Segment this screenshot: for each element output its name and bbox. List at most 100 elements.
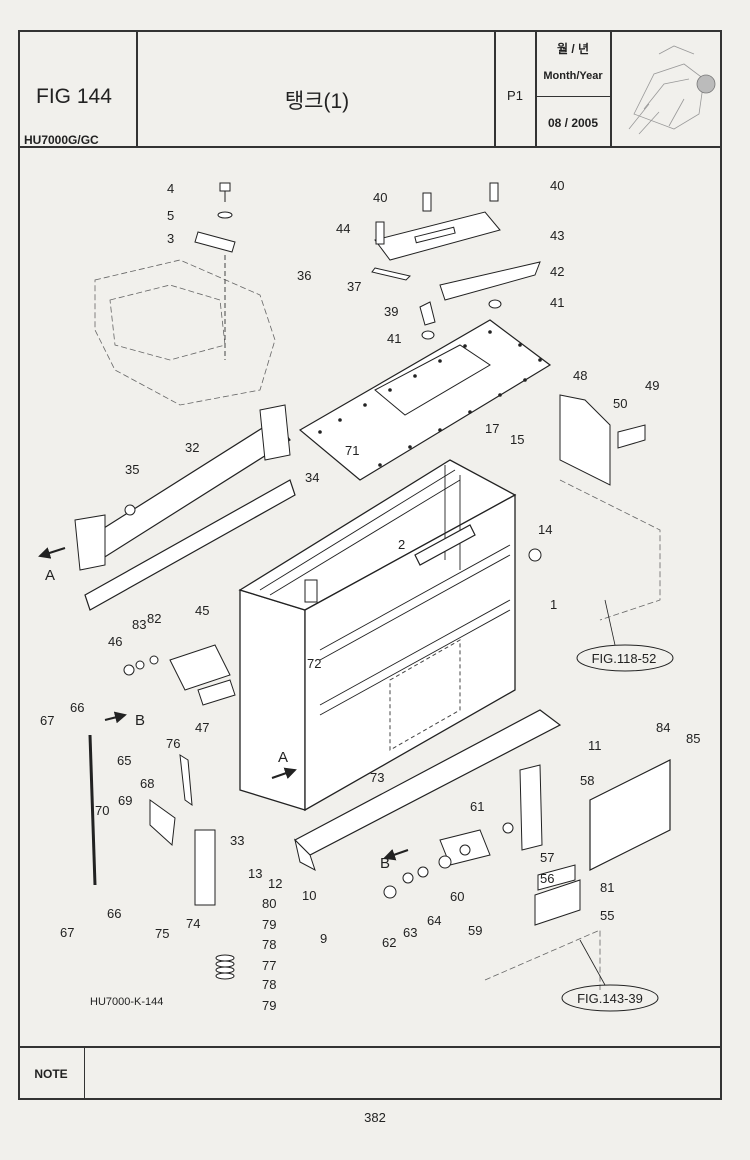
figure-ref: FIG.118-52	[592, 651, 657, 666]
divider	[610, 30, 612, 146]
callout-label: 40	[373, 190, 387, 205]
cover-45	[169, 644, 231, 691]
callout-label: 11	[588, 738, 602, 753]
callout-label: 78	[262, 977, 276, 992]
callout-label: 84	[656, 720, 670, 735]
tank-body-1	[238, 459, 517, 812]
callout-label: 5	[167, 208, 174, 223]
bracket-57	[519, 764, 543, 851]
callout-label: 13	[248, 866, 262, 881]
nut-35	[124, 504, 136, 516]
callout-label: 17	[485, 421, 499, 436]
view-arrow	[38, 547, 66, 559]
view-marker: A	[278, 749, 288, 766]
callout-label: 3	[167, 231, 174, 246]
bracket-end	[259, 404, 291, 461]
bolt-4	[219, 182, 231, 202]
callout-label: 35	[125, 462, 139, 477]
pipe-76	[179, 754, 193, 807]
page-number: 382	[364, 1110, 386, 1125]
frame-outline	[94, 259, 276, 406]
callout-label: 33	[230, 833, 244, 848]
callout-label: 57	[540, 850, 554, 865]
callout-label: 10	[302, 888, 316, 903]
callout-label: 50	[613, 396, 627, 411]
revision-date: 08 / 2005	[547, 116, 599, 130]
bracket-end	[74, 514, 106, 571]
view-marker: B	[135, 712, 145, 729]
callout-label: 85	[686, 731, 700, 746]
washer-5	[217, 211, 233, 219]
callout-label: 66	[107, 906, 121, 921]
callout-label: 12	[268, 876, 282, 891]
divider	[136, 30, 138, 146]
figure-ref-oval	[576, 644, 674, 672]
page-reference: P1	[507, 88, 523, 103]
callout-label: 67	[60, 925, 74, 940]
callout-label: 80	[262, 896, 276, 911]
view-marker: A	[45, 567, 55, 584]
callout-label: 64	[427, 913, 441, 928]
callout-label: 43	[550, 228, 564, 243]
callout-label: 81	[600, 880, 614, 895]
callout-label: 40	[550, 178, 564, 193]
callout-label: 68	[140, 776, 154, 791]
exploded-parts-diagram: FIG.118-52 FIG.143-39 HU7000-K-144 A A B…	[38, 178, 700, 1013]
callout-label: 69	[118, 793, 132, 808]
callout-label: 62	[382, 935, 396, 950]
callout-label: 32	[185, 440, 199, 455]
callout-label: 42	[550, 264, 564, 279]
callout-label: 46	[108, 634, 122, 649]
callout-label: 73	[370, 770, 384, 785]
callout-label: 49	[645, 378, 659, 393]
bracket-55	[534, 879, 581, 926]
rod-65	[88, 734, 97, 886]
bracket-68	[149, 799, 176, 847]
callout-label: 74	[186, 916, 200, 931]
cover-assembly	[371, 182, 541, 340]
drawing-code: HU7000-K-144	[90, 996, 163, 1008]
callout-label: 59	[468, 923, 482, 938]
note-row: NOTE	[18, 1046, 722, 1100]
callout-label: 41	[387, 331, 401, 346]
callout-label: 60	[450, 889, 464, 904]
window-2	[414, 524, 476, 566]
callout-label: 82	[147, 611, 161, 626]
machine-sketch-icon	[628, 45, 716, 135]
callout-label: 36	[297, 268, 311, 283]
bracket-34	[84, 479, 296, 611]
figure-ref: FIG.143-39	[577, 991, 643, 1006]
bracket-74	[194, 829, 216, 906]
callout-label: 2	[398, 537, 405, 552]
note-label: NOTE	[18, 1048, 85, 1100]
callout-label: 34	[305, 470, 319, 485]
callout-label: 78	[262, 937, 276, 952]
callout-label: 67	[40, 713, 54, 728]
callout-label: 56	[540, 871, 554, 886]
hidden-panel	[389, 639, 461, 751]
callout-numbers: 1 2 3 4 5 9 10 11 12 13 14 15 17 32 33 3…	[40, 178, 700, 1013]
callout-label: 1	[550, 597, 557, 612]
callout-label: 48	[573, 368, 587, 383]
plug-14	[528, 548, 542, 562]
callout-label: 63	[403, 925, 417, 940]
frame-outline	[484, 479, 661, 990]
plate-47	[197, 679, 236, 706]
callout-label: 45	[195, 603, 209, 618]
callout-label: 9	[320, 931, 327, 946]
page-title: 탱크(1)	[284, 90, 350, 113]
callout-label: 39	[384, 304, 398, 319]
callout-label: 83	[132, 617, 146, 632]
view-marker: B	[380, 855, 390, 872]
bracket-48	[559, 394, 611, 486]
callout-label: 70	[95, 803, 109, 818]
callout-label: 44	[336, 221, 350, 236]
callout-label: 61	[470, 799, 484, 814]
callout-label: 4	[167, 181, 174, 196]
callout-label: 71	[345, 443, 359, 458]
callout-label: 72	[307, 656, 321, 671]
top-plate-holes	[318, 330, 542, 467]
figure-number: FIG 144	[36, 85, 112, 108]
callout-label: 76	[166, 736, 180, 751]
month-year-label-kr: 월 / 년	[556, 42, 590, 56]
